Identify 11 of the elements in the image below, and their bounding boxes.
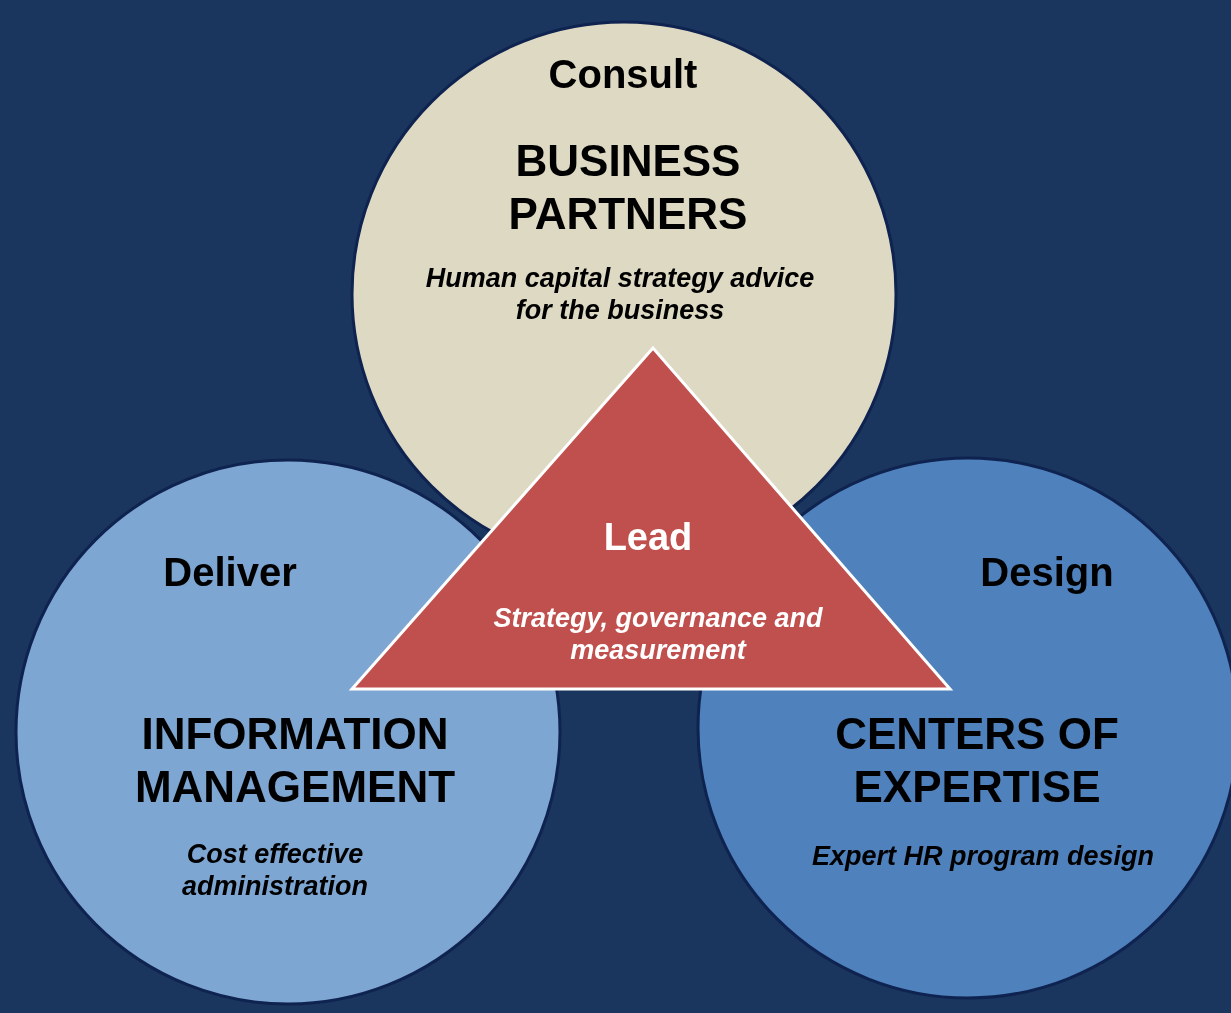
section-label: Deliver [162,549,298,596]
section-description: Cost effective administration [181,838,369,903]
section-description: Expert HR program design [810,840,1156,873]
section-label: Lead [602,515,694,560]
section-heading: BUSINESS PARTNERS [507,135,749,240]
section-label: Design [979,549,1115,596]
section-heading: INFORMATION MANAGEMENT [133,708,457,813]
section-description: Strategy, governance and measurement [492,602,824,667]
section-label: Consult [547,51,699,98]
section-heading: CENTERS OF EXPERTISE [834,708,1120,813]
section-description: Human capital strategy advice for the business [424,262,816,327]
